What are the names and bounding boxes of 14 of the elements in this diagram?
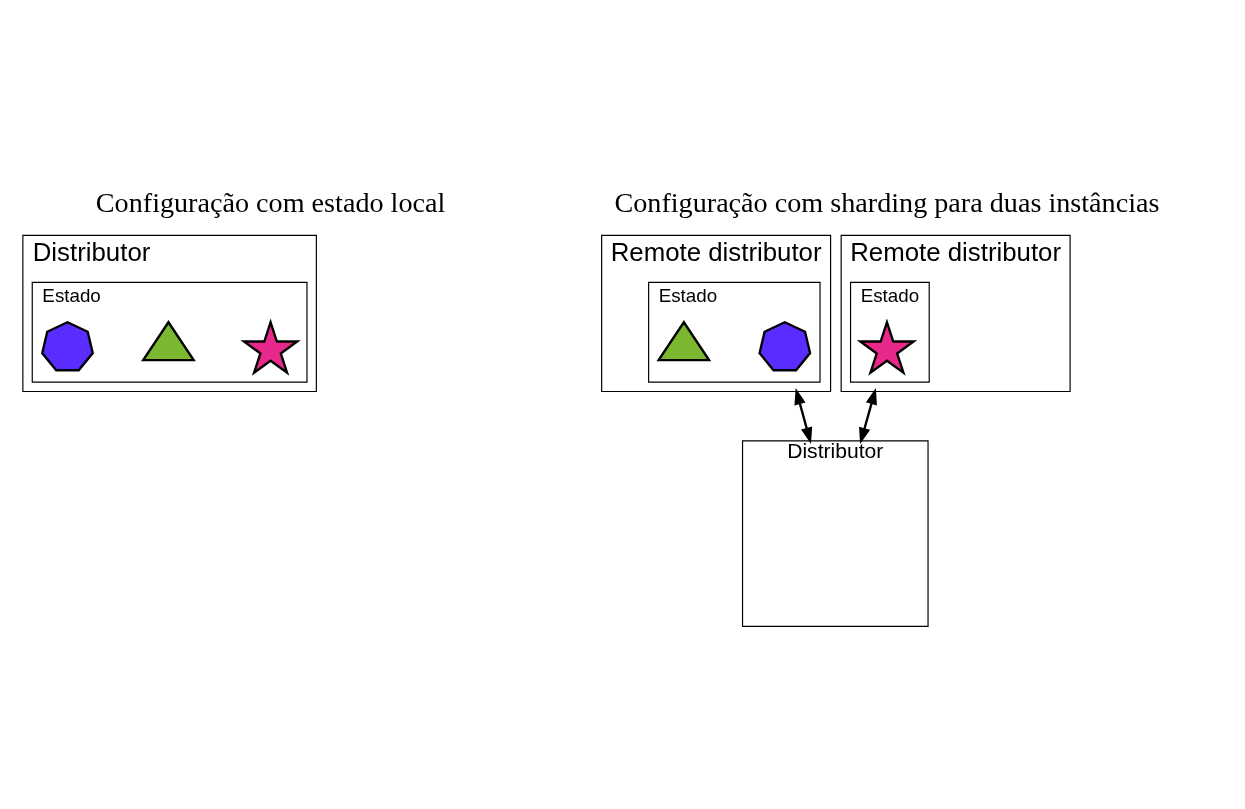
cluster: Estado — [849, 281, 930, 383]
node-triangle — [141, 319, 196, 361]
cluster: Estado — [648, 281, 821, 383]
arrow — [859, 387, 877, 444]
node-triangle — [656, 319, 712, 361]
node-box: Distributor — [741, 439, 929, 627]
node-flower — [758, 320, 812, 371]
node-star — [856, 317, 918, 376]
label: Configuração com sharding para duas instâncias — [614, 186, 1160, 218]
arrow — [794, 387, 813, 444]
label: Configuração com estado local — [95, 186, 446, 218]
cluster: Estado — [31, 281, 308, 383]
node-flower — [40, 320, 94, 371]
node-star — [240, 317, 301, 376]
